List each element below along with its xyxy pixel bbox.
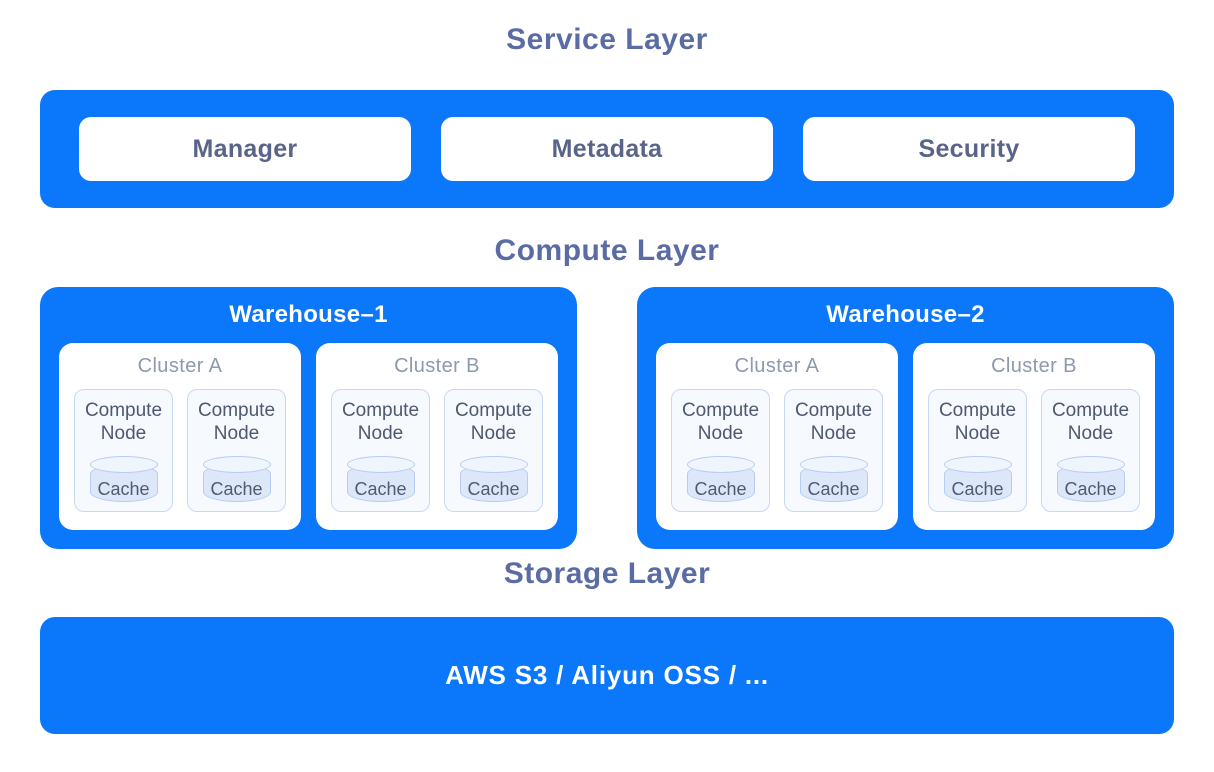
compute-node-label: Compute Node	[1051, 400, 1130, 444]
compute-node-label: Compute Node	[938, 400, 1017, 444]
service-item-metadata: Metadata	[441, 117, 773, 181]
cluster-title: Cluster A	[734, 355, 820, 377]
compute-layer-title: Compute Layer	[494, 234, 720, 267]
cache-cylinder-icon: Cache	[1056, 456, 1125, 502]
compute-node-card: Compute Node Cache	[784, 389, 883, 512]
warehouse-2-clusters: Cluster A Compute Node Cache Compute No	[656, 343, 1155, 530]
node-row: Compute Node Cache Compute Node	[928, 389, 1140, 512]
compute-node-card: Compute Node Cache	[187, 389, 286, 512]
warehouse-1-panel: Warehouse–1 Cluster A Compute Node Cache	[40, 287, 577, 549]
cluster-title: Cluster A	[137, 355, 223, 377]
cache-label: Cache	[354, 479, 407, 499]
compute-node-label: Compute Node	[681, 400, 760, 444]
cache-cylinder-icon: Cache	[202, 456, 271, 502]
cache-cylinder-icon: Cache	[686, 456, 755, 502]
warehouse-2-cluster-b: Cluster B Compute Node Cache Compute No	[913, 343, 1155, 530]
cache-cylinder-icon: Cache	[943, 456, 1012, 502]
service-layer-title: Service Layer	[506, 23, 708, 56]
warehouse-1-cluster-b: Cluster B Compute Node Cache Compute No	[316, 343, 558, 530]
compute-node-label: Compute Node	[197, 400, 276, 444]
compute-node-label: Compute Node	[794, 400, 873, 444]
cache-label: Cache	[694, 479, 747, 499]
warehouse-2-cluster-a: Cluster A Compute Node Cache Compute No	[656, 343, 898, 530]
compute-node-label: Compute Node	[84, 400, 163, 444]
compute-node-card: Compute Node Cache	[74, 389, 173, 512]
compute-node-card: Compute Node Cache	[444, 389, 543, 512]
warehouse-1-clusters: Cluster A Compute Node Cache Compute No	[59, 343, 558, 530]
cache-label: Cache	[210, 479, 263, 499]
storage-layer-panel: AWS S3 / Aliyun OSS / ...	[40, 617, 1174, 734]
cache-cylinder-icon: Cache	[459, 456, 528, 502]
cache-cylinder-icon: Cache	[799, 456, 868, 502]
storage-layer-title: Storage Layer	[503, 557, 711, 590]
warehouse-1-cluster-a: Cluster A Compute Node Cache Compute No	[59, 343, 301, 530]
compute-node-card: Compute Node Cache	[1041, 389, 1140, 512]
compute-node-card: Compute Node Cache	[331, 389, 430, 512]
compute-node-label: Compute Node	[454, 400, 533, 444]
cache-label: Cache	[951, 479, 1004, 499]
cache-cylinder-icon: Cache	[346, 456, 415, 502]
cluster-title: Cluster B	[991, 355, 1077, 377]
node-row: Compute Node Cache Compute Node	[331, 389, 543, 512]
cache-cylinder-icon: Cache	[89, 456, 158, 502]
cache-label: Cache	[97, 479, 150, 499]
warehouse-row: Warehouse–1 Cluster A Compute Node Cache	[40, 287, 1174, 549]
cluster-title: Cluster B	[394, 355, 480, 377]
service-item-security: Security	[803, 117, 1135, 181]
compute-node-card: Compute Node Cache	[928, 389, 1027, 512]
node-row: Compute Node Cache Compute Node	[671, 389, 883, 512]
compute-node-label: Compute Node	[341, 400, 420, 444]
service-item-manager: Manager	[79, 117, 411, 181]
warehouse-2-panel: Warehouse–2 Cluster A Compute Node Cache	[637, 287, 1174, 549]
warehouse-2-title: Warehouse–2	[826, 301, 985, 328]
node-row: Compute Node Cache Compute Node	[74, 389, 286, 512]
cache-label: Cache	[807, 479, 860, 499]
service-layer-panel: Manager Metadata Security	[40, 90, 1174, 208]
warehouse-1-title: Warehouse–1	[229, 301, 388, 328]
cache-label: Cache	[1064, 479, 1117, 499]
compute-node-card: Compute Node Cache	[671, 389, 770, 512]
storage-layer-label: AWS S3 / Aliyun OSS / ...	[445, 660, 769, 690]
cache-label: Cache	[467, 479, 520, 499]
